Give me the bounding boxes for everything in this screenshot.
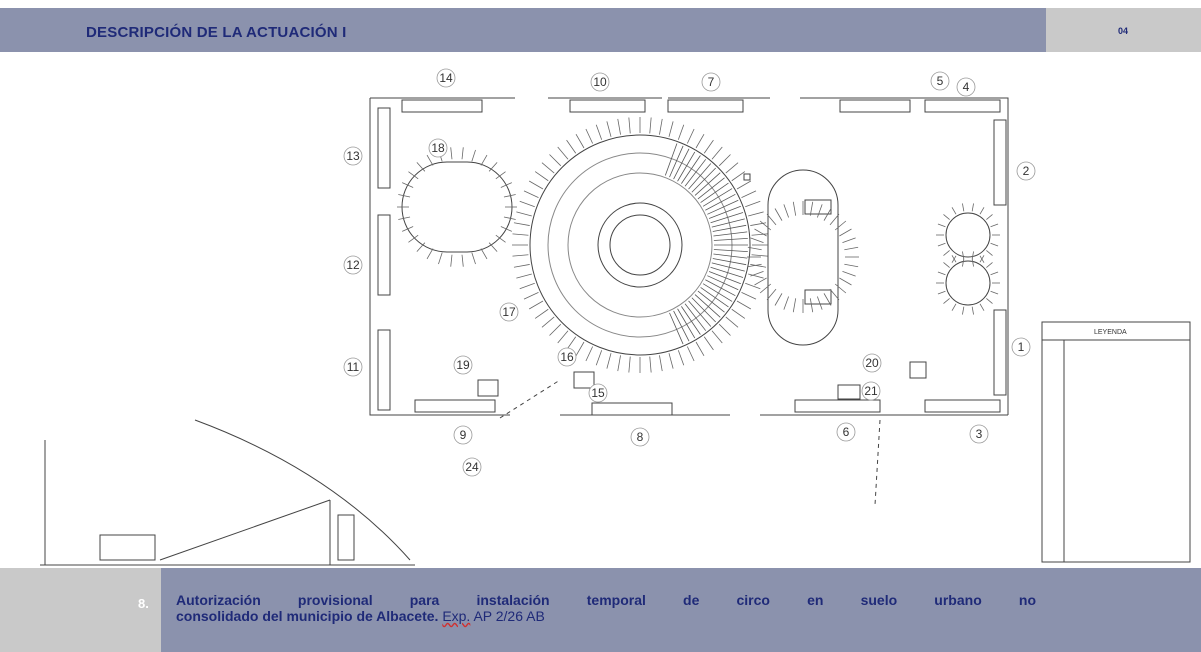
callout-circle-5 (930, 71, 950, 91)
structure-16 (573, 371, 595, 389)
description-line-1: Autorización provisional para instalació… (176, 592, 1036, 608)
callout-label-17: 17 (502, 305, 516, 319)
callout-circle-17 (499, 302, 519, 322)
callout-circle-16 (557, 347, 577, 367)
footer-side-block (0, 568, 161, 652)
caravan-4 (924, 99, 1001, 113)
callout-circle-14 (436, 68, 456, 88)
boundary-left (369, 98, 510, 416)
header-side-block (1046, 8, 1201, 52)
caravan-6 (794, 399, 881, 413)
callout-label-15: 15 (591, 386, 605, 400)
callout-circle-9 (453, 425, 473, 445)
slide-footer: 8. Autorización provisional para instala… (0, 568, 1201, 652)
callout-circle-12 (343, 255, 363, 275)
round-tent-upper (945, 212, 991, 258)
caravan-1 (993, 309, 1007, 396)
item-description: Autorización provisional para instalació… (176, 592, 1036, 624)
callout-circle-11 (343, 357, 363, 377)
callout-circle-3 (969, 424, 989, 444)
caravan-5 (839, 99, 911, 113)
callout-label-24: 24 (465, 460, 479, 474)
boundary-top-right (800, 97, 1009, 415)
legend-title: LEYENDA (1094, 329, 1127, 336)
caravan-11 (377, 329, 391, 411)
callout-circle-10 (590, 72, 610, 92)
description-line-2: consolidado del municipio de Albacete. E… (176, 608, 545, 624)
circus-ring-inner (609, 214, 671, 276)
callout-label-19: 19 (456, 358, 470, 372)
big-top-seating-ring (547, 152, 733, 338)
callout-label-1: 1 (1018, 340, 1025, 354)
callout-circle-13 (343, 146, 363, 166)
oval-tent-module-bottom (804, 289, 832, 305)
callout-label-12: 12 (346, 258, 360, 272)
round-tent-lower (945, 260, 991, 306)
oval-tent-18 (401, 161, 513, 253)
big-top-outer (529, 134, 751, 356)
callout-label-18: 18 (431, 141, 445, 155)
callout-label-11: 11 (347, 360, 360, 374)
callout-label-7: 7 (708, 75, 715, 89)
callout-circle-15 (588, 383, 608, 403)
callout-circle-19 (453, 355, 473, 375)
oval-tent-right (767, 169, 839, 346)
oval-tent-module-top (804, 199, 832, 215)
callout-circle-21 (861, 381, 881, 401)
legend-box (1041, 321, 1191, 563)
caravan-3 (924, 399, 1001, 413)
caravan-14 (401, 99, 483, 113)
item-number: 8. (138, 596, 149, 611)
callout-label-16: 16 (560, 350, 574, 364)
callout-circle-8 (630, 427, 650, 447)
callout-label-21: 21 (864, 384, 878, 398)
slide-title: DESCRIPCIÓN DE LA ACTUACIÓN I (86, 24, 347, 41)
callout-circle-2 (1016, 161, 1036, 181)
callout-circle-24 (462, 457, 482, 477)
callout-label-9: 9 (460, 428, 467, 442)
big-top-inner-seating (567, 172, 713, 318)
slide-header: DESCRIPCIÓN DE LA ACTUACIÓN I 04 (0, 0, 1201, 58)
callout-circle-18 (428, 138, 448, 158)
callout-label-20: 20 (865, 356, 879, 370)
page-number: 04 (1118, 26, 1129, 36)
callout-circle-6 (836, 422, 856, 442)
caravan-2 (993, 119, 1007, 206)
callout-label-10: 10 (593, 75, 607, 89)
header-bar (0, 8, 1046, 52)
description-municipality: consolidado del municipio de Albacete. (176, 608, 439, 624)
callout-circle-7 (701, 72, 721, 92)
callout-label-14: 14 (439, 71, 453, 85)
elevation-roof-curve (194, 419, 411, 561)
callout-label-6: 6 (843, 425, 850, 439)
caravan-12 (377, 214, 391, 296)
callout-circle-20 (862, 353, 882, 373)
caravan-13 (377, 107, 391, 189)
structure-19 (477, 379, 499, 397)
callout-label-4: 4 (963, 80, 970, 94)
callout-circle-1 (1011, 337, 1031, 357)
caravan-8 (591, 402, 673, 416)
callout-label-3: 3 (976, 427, 983, 441)
caravan-7 (667, 99, 744, 113)
callout-label-5: 5 (937, 74, 944, 88)
caravan-10 (569, 99, 646, 113)
caravan-9 (414, 399, 496, 413)
expediente-code: AP 2/26 AB (470, 608, 545, 624)
structure-20 (909, 361, 927, 379)
footer-bar (161, 568, 1201, 652)
callout-label-13: 13 (346, 149, 360, 163)
expediente-prefix: Exp. (442, 608, 471, 624)
callout-circle-4 (956, 77, 976, 97)
circus-ring (597, 202, 683, 288)
structure-21 (837, 384, 861, 400)
callout-label-2: 2 (1023, 164, 1030, 178)
marker-post (743, 173, 751, 181)
callout-label-8: 8 (637, 430, 644, 444)
elevation-box (99, 534, 156, 561)
